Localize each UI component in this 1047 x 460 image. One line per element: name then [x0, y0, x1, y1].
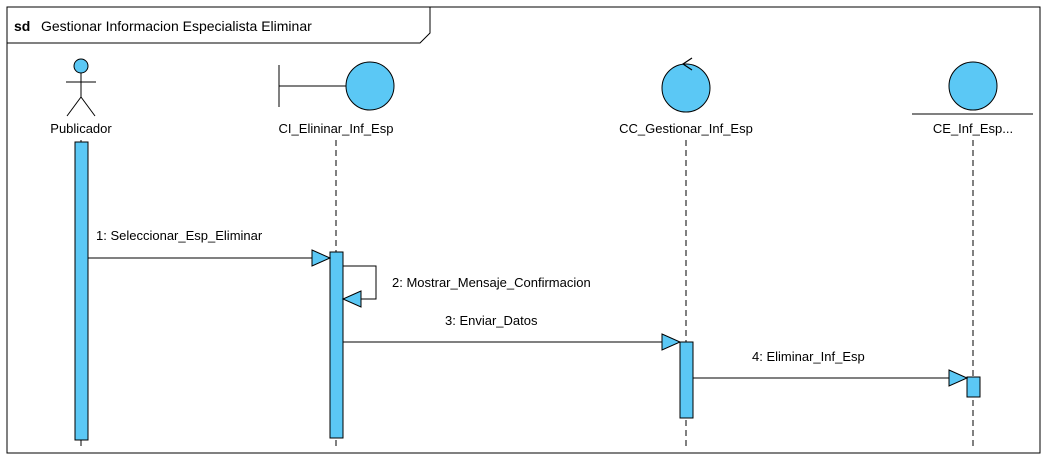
diagram-frame [6, 6, 1041, 454]
message-1-label: 1: Seleccionar_Esp_Eliminar [96, 228, 263, 243]
message-2-label: 2: Mostrar_Mensaje_Confirmacion [392, 275, 591, 290]
message-4 [693, 369, 969, 387]
message-1 [88, 249, 332, 267]
message-4-label: 4: Eliminar_Inf_Esp [752, 349, 865, 364]
lifeline-label-cc-gestionar: CC_Gestionar_Inf_Esp [619, 121, 753, 136]
frame-title: Gestionar Informacion Especialista Elimi… [41, 18, 312, 34]
boundary-icon [278, 61, 395, 111]
lifeline-label-ci-elininar: CI_Elininar_Inf_Esp [279, 121, 394, 136]
message-3-label: 3: Enviar_Datos [445, 313, 538, 328]
lifeline-label-publicador: Publicador [50, 121, 112, 136]
lifeline-label-ce-inf-esp: CE_Inf_Esp... [933, 121, 1013, 136]
entity-icon [912, 61, 1033, 115]
activation-publicador [74, 141, 89, 441]
frame-tab [7, 7, 431, 44]
activation-cc-gestionar [679, 341, 694, 419]
actor-icon [66, 58, 96, 117]
control-icon [661, 57, 711, 113]
message-3 [343, 333, 682, 351]
activation-ci-elininar [329, 251, 344, 439]
message-2 [341, 265, 377, 308]
frame-keyword: sd [14, 18, 30, 34]
activation-ce-inf-esp [966, 376, 981, 398]
